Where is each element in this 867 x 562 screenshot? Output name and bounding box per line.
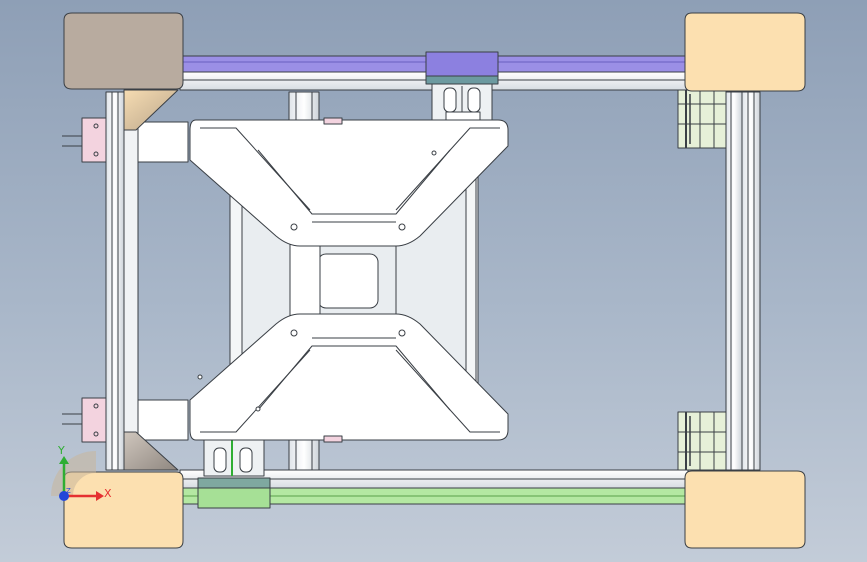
pivot-holes (197, 150, 437, 412)
plate-tab-bottom (323, 435, 343, 443)
gusset-bottom-left (123, 431, 179, 471)
carriage-top (431, 83, 493, 123)
y-axis-label: Y (57, 444, 65, 457)
corner-block-top-right[interactable] (684, 12, 806, 92)
right-tensioner-top (677, 89, 727, 149)
coordinate-triad: X Y Z (51, 444, 112, 501)
x-bracket-top (189, 119, 509, 247)
x-axis-label: X (104, 487, 112, 500)
x-bracket-bottom (189, 313, 509, 441)
right-tensioner-bottom (677, 411, 727, 471)
z-axis-label: Z (66, 487, 71, 495)
left-bracket-top (62, 117, 107, 163)
left-bracket-bottom (62, 397, 107, 443)
corner-block-bottom-right[interactable] (684, 470, 806, 549)
bottom-rail (179, 469, 689, 509)
right-vertical-frame (725, 91, 761, 471)
plate-tab-top (323, 117, 343, 125)
z-axis-dot-icon (59, 491, 69, 501)
corner-block-bottom-left[interactable] (63, 471, 184, 549)
y-axis-arrow-icon (59, 456, 69, 464)
carriage-bottom (203, 439, 265, 477)
gusset-top-left (123, 89, 179, 131)
x-axis-arrow-icon (96, 491, 104, 501)
triad-shadow (51, 451, 97, 497)
left-vertical-frame (105, 91, 189, 471)
corner-block-top-left[interactable] (63, 12, 184, 90)
